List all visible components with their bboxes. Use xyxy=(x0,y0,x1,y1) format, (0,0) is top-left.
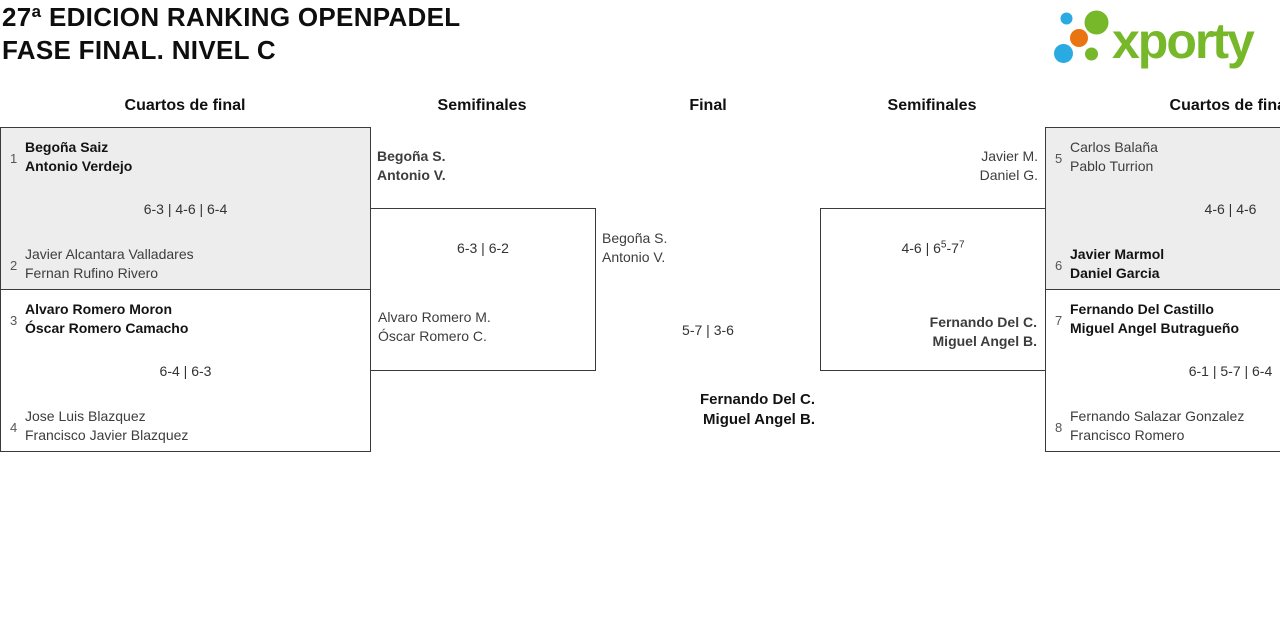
logo-dot-blue-small xyxy=(1060,12,1073,25)
player-name: Fernando Del C. xyxy=(929,314,1037,330)
player-name: Fernan Rufino Rivero xyxy=(25,265,159,281)
player-name: Carlos Balaña xyxy=(1070,139,1158,155)
semifinal-right-team-b: Fernando Del C. Miguel Angel B. xyxy=(930,313,1037,351)
team-row: 7 Fernando Del Castillo Miguel Angel But… xyxy=(1046,300,1280,338)
seed-number: 3 xyxy=(10,312,18,328)
semifinal-right-team-a: Javier M. Daniel G. xyxy=(980,147,1038,185)
match-score: 6-3 | 6-2 xyxy=(457,240,509,256)
team-row: 1 Begoña Saiz Antonio Verdejo xyxy=(1,138,370,176)
match-semifinal-right: 4-6 | 65-77 Fernando Del C. Miguel Angel… xyxy=(820,208,1046,371)
final-team-a: Begoña S. Antonio V. xyxy=(602,229,667,267)
player-name: Javier Marmol xyxy=(1070,246,1165,262)
match-quarterfinal-2: 3 Alvaro Romero Moron Óscar Romero Camac… xyxy=(0,289,371,452)
team-names: Javier Marmol Daniel Garcia xyxy=(1070,245,1164,283)
player-name: Miguel Angel Butragueño xyxy=(1070,320,1240,336)
final-score: 5-7 | 3-6 xyxy=(682,322,734,338)
xporty-logo-graphic: xporty xyxy=(1054,10,1257,69)
page-title-line1: 27ª EDICION RANKING OPENPADEL xyxy=(2,2,461,32)
team-row: 2 Javier Alcantara Valladares Fernan Ruf… xyxy=(1,245,370,283)
team-names: Alvaro Romero Moron Óscar Romero Camacho xyxy=(25,300,188,338)
round-header-semis-left: Semifinales xyxy=(437,97,527,114)
xporty-logo-text: xporty xyxy=(1112,13,1255,69)
match-semifinal-left: 6-3 | 6-2 Alvaro Romero M. Óscar Romero … xyxy=(370,208,596,371)
team-names: Begoña Saiz Antonio Verdejo xyxy=(25,138,132,176)
player-name: Daniel Garcia xyxy=(1070,265,1160,281)
seed-number: 6 xyxy=(1055,257,1063,273)
team-row: 8 Fernando Salazar Gonzalez Francisco Ro… xyxy=(1046,407,1280,445)
round-header-quarters-right: Cuartos de final xyxy=(1169,97,1280,114)
team-row: 3 Alvaro Romero Moron Óscar Romero Camac… xyxy=(1,300,370,338)
player-name: Antonio V. xyxy=(602,249,666,265)
player-name: Alvaro Romero Moron xyxy=(25,301,173,317)
player-name: Miguel Angel B. xyxy=(703,411,815,428)
score-part: 4-6 | 6 xyxy=(901,240,941,256)
player-name: Francisco Romero xyxy=(1070,427,1185,443)
player-name: Miguel Angel B. xyxy=(932,333,1037,349)
logo-dot-green-large xyxy=(1084,10,1109,35)
player-name: Alvaro Romero M. xyxy=(378,309,491,325)
player-name: Javier Alcantara Valladares xyxy=(25,246,194,262)
team-row: 6 Javier Marmol Daniel Garcia xyxy=(1046,245,1280,283)
logo-dot-green-small xyxy=(1085,47,1098,61)
logo-dot-orange xyxy=(1070,29,1088,47)
player-name: Daniel G. xyxy=(979,167,1038,183)
tiebreak-superscript: 7 xyxy=(958,239,965,251)
team-names: Carlos Balaña Pablo Turrion xyxy=(1070,138,1158,176)
team-names: Fernando Salazar Gonzalez Francisco Rome… xyxy=(1070,407,1244,445)
player-name: Fernando Salazar Gonzalez xyxy=(1070,408,1245,424)
semifinal-left-team-b: Alvaro Romero M. Óscar Romero C. xyxy=(378,308,491,346)
team-row: 5 Carlos Balaña Pablo Turrion xyxy=(1046,138,1280,176)
team-names: Jose Luis Blazquez Francisco Javier Blaz… xyxy=(25,407,188,445)
seed-number: 4 xyxy=(10,419,18,435)
match-score: 4-6 | 65-77 xyxy=(821,240,1045,256)
match-score: 6-4 | 6-3 xyxy=(159,363,212,379)
player-name: Óscar Romero Camacho xyxy=(25,320,189,336)
player-name: Begoña S. xyxy=(377,148,446,164)
match-quarterfinal-3: 5 Carlos Balaña Pablo Turrion 4-6 | 4-6 … xyxy=(1045,127,1280,290)
player-name: Antonio Verdejo xyxy=(25,158,133,174)
player-name: Fernando Del C. xyxy=(699,391,815,408)
seed-number: 8 xyxy=(1055,419,1063,435)
round-header-semis-right: Semifinales xyxy=(887,97,977,114)
match-quarterfinal-4: 7 Fernando Del Castillo Miguel Angel But… xyxy=(1045,289,1280,452)
seed-number: 1 xyxy=(10,150,18,166)
team-names: Fernando Del Castillo Miguel Angel Butra… xyxy=(1070,300,1239,338)
player-name: Javier M. xyxy=(981,148,1038,164)
player-name: Antonio V. xyxy=(377,167,446,183)
page-title: 27ª EDICION RANKING OPENPADEL FASE FINAL… xyxy=(2,1,460,67)
xporty-logo[interactable]: xporty xyxy=(1048,0,1280,72)
player-name: Jose Luis Blazquez xyxy=(25,408,146,424)
player-name: Óscar Romero C. xyxy=(378,328,487,344)
logo-dot-blue-large xyxy=(1054,44,1073,63)
semifinal-left-team-a: Begoña S. Antonio V. xyxy=(377,147,446,185)
player-name: Fernando Del Castillo xyxy=(1070,301,1214,317)
team-names: Javier Alcantara Valladares Fernan Rufin… xyxy=(25,245,194,283)
player-name: Begoña S. xyxy=(602,230,668,246)
player-name: Francisco Javier Blazquez xyxy=(25,427,189,443)
match-score: 6-1 | 5-7 | 6-4 xyxy=(1188,363,1273,379)
player-name: Pablo Turrion xyxy=(1070,158,1154,174)
match-score: 6-3 | 4-6 | 6-4 xyxy=(143,201,228,217)
final-champion: Fernando Del C. Miguel Angel B. xyxy=(700,390,815,430)
player-name: Begoña Saiz xyxy=(25,139,109,155)
match-quarterfinal-1: 1 Begoña Saiz Antonio Verdejo 6-3 | 4-6 … xyxy=(0,127,371,290)
seed-number: 7 xyxy=(1055,312,1063,328)
seed-number: 5 xyxy=(1055,150,1063,166)
round-header-quarters-left: Cuartos de final xyxy=(124,97,246,114)
score-part: -7 xyxy=(946,240,959,256)
match-score: 4-6 | 4-6 xyxy=(1204,201,1257,217)
seed-number: 2 xyxy=(10,257,18,273)
team-row: 4 Jose Luis Blazquez Francisco Javier Bl… xyxy=(1,407,370,445)
round-header-final: Final xyxy=(689,97,727,114)
tiebreak-superscript: 5 xyxy=(940,239,947,251)
page-title-line2: FASE FINAL. NIVEL C xyxy=(2,35,276,65)
